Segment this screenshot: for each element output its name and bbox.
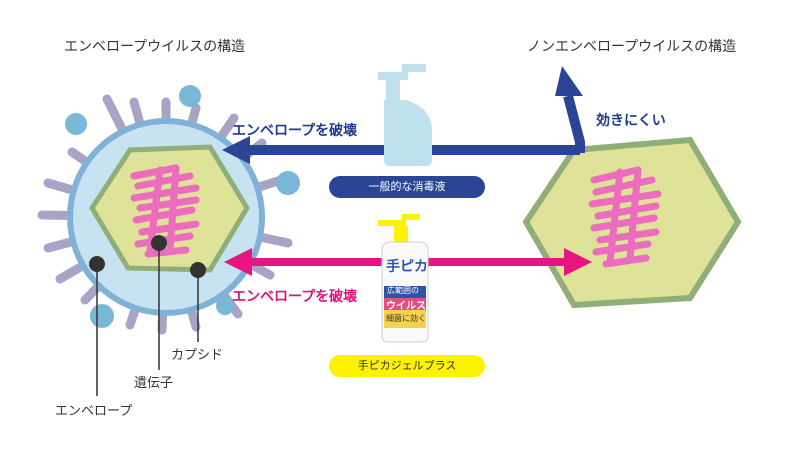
envelope-label: エンベロープ <box>55 404 133 419</box>
general-disinfectant-pill: 一般的な消毒液 <box>329 176 485 198</box>
product-label-mid: 広範囲の <box>387 286 419 295</box>
capsid-label: カプシド <box>171 348 224 363</box>
gene-scribble-right <box>588 166 662 268</box>
blue-arrow-label: エンベロープを破壊 <box>232 123 358 139</box>
spike-tips <box>65 85 300 328</box>
spike-tip <box>276 171 300 195</box>
left-title: エンベロープウイルスの構造 <box>64 39 246 55</box>
product-label-bottom: 細菌に効く <box>386 314 426 323</box>
spike-tip <box>179 85 201 107</box>
spike-tip <box>65 113 87 135</box>
product-label-virus: ウイルス <box>386 301 426 312</box>
product-label-top: 手ピカ <box>386 259 428 275</box>
blue-branch-label: 効きにくい <box>596 113 666 129</box>
disinfectant-bottle <box>378 64 432 166</box>
spike-tip <box>216 297 234 315</box>
spike-tip <box>90 304 114 328</box>
pink-arrow-label: エンベロープを破壊 <box>232 289 358 305</box>
product-bottle <box>378 214 429 343</box>
product-name-pill: 手ピカジェルプラス <box>329 355 485 377</box>
leader-lines <box>96 243 199 396</box>
right-title: ノンエンベロープウイルスの構造 <box>527 39 737 55</box>
gene-label: 遺伝子 <box>134 376 174 391</box>
capsid-hexagon <box>89 144 250 273</box>
